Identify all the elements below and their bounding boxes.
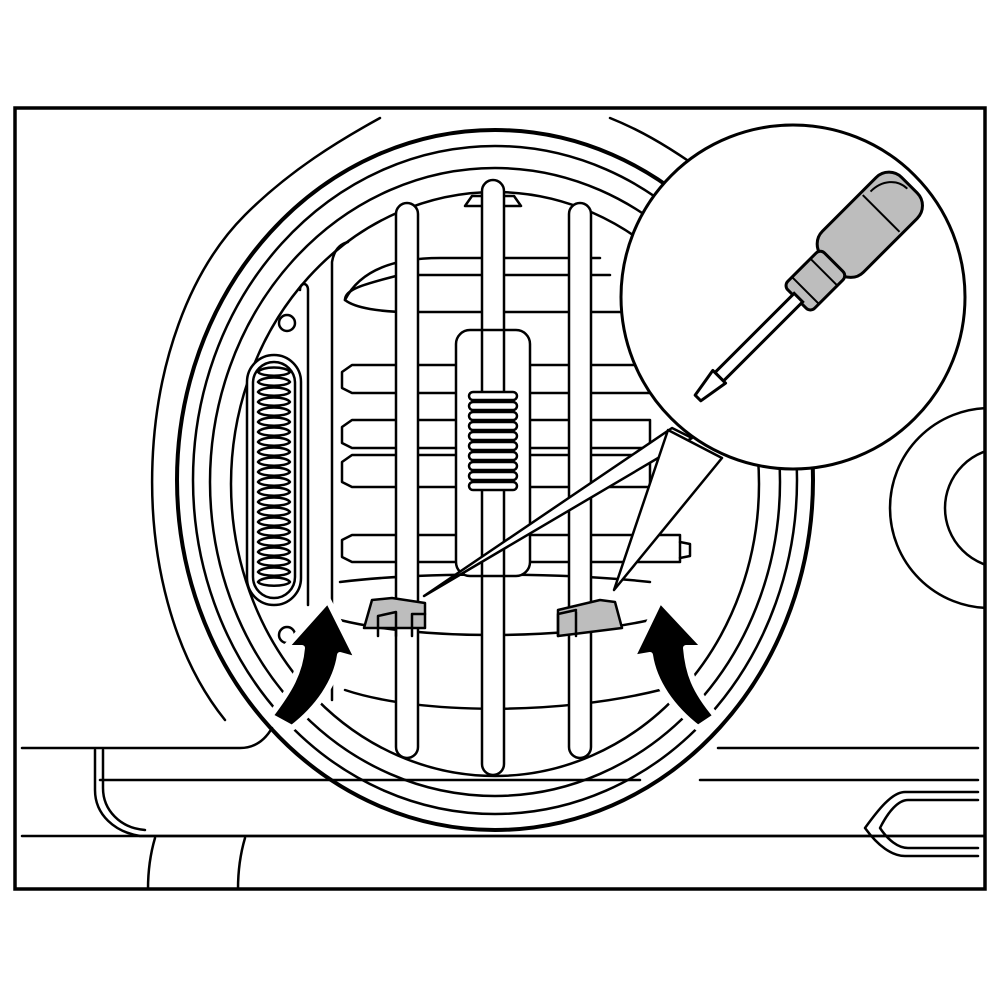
grip-rib: [256, 396, 292, 407]
mounting-hole-top: [277, 313, 297, 333]
grip-rib: [256, 436, 292, 447]
drum-outer-ring: [888, 406, 985, 610]
grip-rib: [256, 566, 292, 577]
grip-rib: [256, 516, 292, 527]
spring-coil: [467, 420, 519, 432]
spring-coil: [467, 410, 519, 422]
drum-inner-ring: [943, 450, 985, 566]
housing-outer-arc: [150, 116, 382, 722]
spring-coil: [467, 430, 519, 442]
spring-coil: [467, 450, 519, 462]
screwdriver-icon: [693, 170, 924, 403]
panel-foot-left: [146, 836, 157, 889]
housing-upper-arc: [608, 116, 692, 164]
grip-rib: [256, 466, 292, 477]
grip-rib: [256, 476, 292, 487]
grip-rib: [256, 376, 292, 387]
ribbed-grip: [245, 353, 303, 607]
clip-left: [362, 596, 427, 638]
grip-rib: [256, 386, 292, 397]
left-inner-slot: [298, 282, 310, 607]
clip-right: [556, 598, 624, 638]
lower-panel-line-1: [20, 726, 274, 750]
magnifier-callout: [619, 123, 967, 471]
appliance-scene: [20, 116, 985, 889]
grip-rib: [256, 406, 292, 417]
grip-rib: [256, 366, 292, 377]
door-handle: [863, 790, 980, 858]
lower-panel-line-3: [101, 748, 147, 832]
panel-foot-right: [236, 836, 247, 889]
grip-rib: [256, 446, 292, 457]
spring-coil: [467, 400, 519, 412]
grip-rib: [256, 536, 292, 547]
spring-coil: [467, 440, 519, 452]
cover-ring-2: [191, 144, 799, 816]
callout-pointer: [422, 426, 724, 598]
grip-rib: [256, 506, 292, 517]
grip-rib: [256, 526, 292, 537]
spring-coil: [467, 470, 519, 482]
illustration-frame: [13, 106, 987, 891]
grip-rib: [256, 486, 292, 497]
cover-outer-ring: [175, 128, 815, 832]
grip-rib: [256, 556, 292, 567]
grip-rib: [256, 496, 292, 507]
spring-coil: [467, 480, 519, 492]
spring-assembly: [454, 328, 532, 578]
arrow-up-icon: [267, 597, 361, 731]
grip-rib: [256, 426, 292, 437]
grip-rib: [256, 456, 292, 467]
grip-rib: [256, 416, 292, 427]
spring-coil: [467, 390, 519, 402]
grip-rib: [256, 546, 292, 557]
cover-ring-3: [208, 166, 782, 798]
grip-rib: [256, 576, 292, 587]
spring-coil: [467, 460, 519, 472]
arrow-up-icon: [629, 597, 719, 731]
